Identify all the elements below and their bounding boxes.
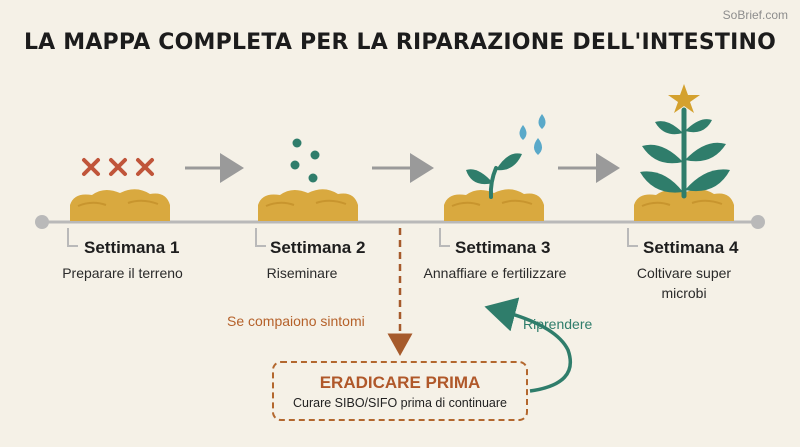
week-1-tick: [67, 228, 78, 247]
cross-icon: [136, 158, 154, 176]
timeline-end-dot: [751, 215, 765, 229]
page-title: LA MAPPA COMPLETA PER LA RIPARAZIONE DEL…: [23, 30, 777, 55]
eradicate-subtitle: Curare SIBO/SIFO prima di continuare: [293, 396, 507, 410]
week-4-tick: [627, 228, 638, 247]
symptoms-label: Se compaiono sintomi: [227, 313, 365, 329]
water-drops-icon: [519, 114, 546, 155]
timeline-start-dot: [35, 215, 49, 229]
resume-label: Riprendere: [523, 316, 593, 332]
soil-icon-4: [634, 189, 734, 221]
week-3-description: Annaffiare e fertilizzare: [423, 265, 567, 281]
seeds-icon: [290, 138, 320, 183]
week-3-label: Settimana 3: [455, 238, 551, 257]
cross-icon: [109, 158, 127, 176]
week-1-label: Settimana 1: [84, 238, 180, 257]
week-4-label: Settimana 4: [643, 238, 739, 257]
soil-icon-3: [444, 189, 544, 221]
eradicate-first-box: ERADICARE PRIMA Curare SIBO/SIFO prima d…: [272, 361, 528, 421]
week-1-description: Preparare il terreno: [62, 265, 183, 281]
watermark: SoBrief.com: [722, 8, 788, 22]
soil-icon-2: [258, 189, 358, 221]
week-2-label: Settimana 2: [270, 238, 366, 257]
eradicate-title: ERADICARE PRIMA: [319, 373, 481, 392]
resume-return-arrow: [484, 297, 573, 393]
sprout-icon: [466, 153, 522, 199]
week-4-description: Coltivare super microbi: [636, 265, 732, 301]
cross-icon-group: [82, 158, 154, 176]
cross-icon: [82, 158, 100, 176]
week-3-tick: [439, 228, 450, 247]
star-icon: [668, 84, 700, 113]
week-2-tick: [255, 228, 266, 247]
plant-icon: [640, 107, 730, 199]
soil-icon-1: [70, 189, 170, 221]
week-2-description: Riseminare: [266, 265, 338, 281]
